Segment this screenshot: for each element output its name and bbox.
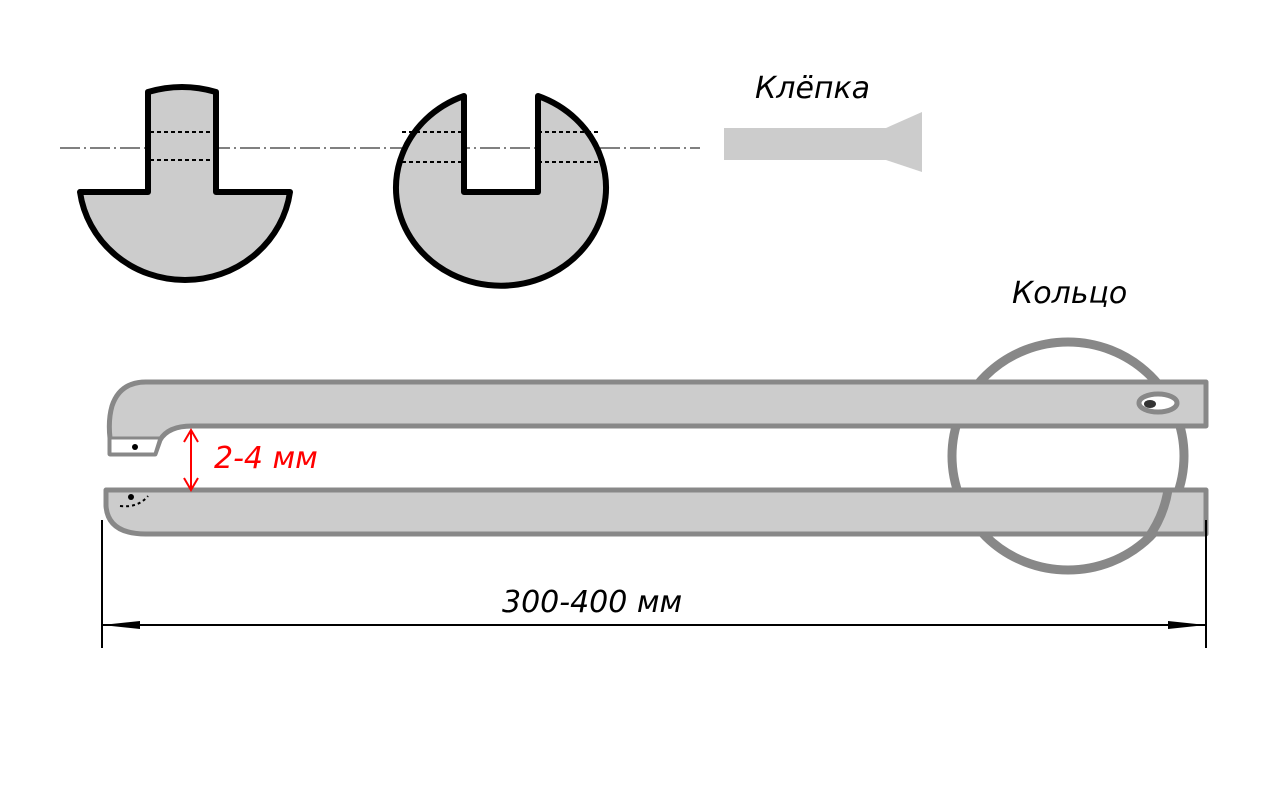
rivet-shape [724,112,922,172]
cross-section-slot [393,93,609,289]
gap-dimension [183,428,199,492]
rivet-label: Клёпка [755,71,870,106]
tong-lower-arm [103,487,1209,537]
length-label: 300-400 мм [502,585,682,620]
tong-upper-arm [106,379,1209,457]
cross-section-tab [77,84,293,284]
gap-label: 2-4 мм [214,441,318,476]
ring-shape [947,337,1189,575]
ring-label: Кольцо [1012,276,1127,311]
length-dimension [101,520,1207,648]
